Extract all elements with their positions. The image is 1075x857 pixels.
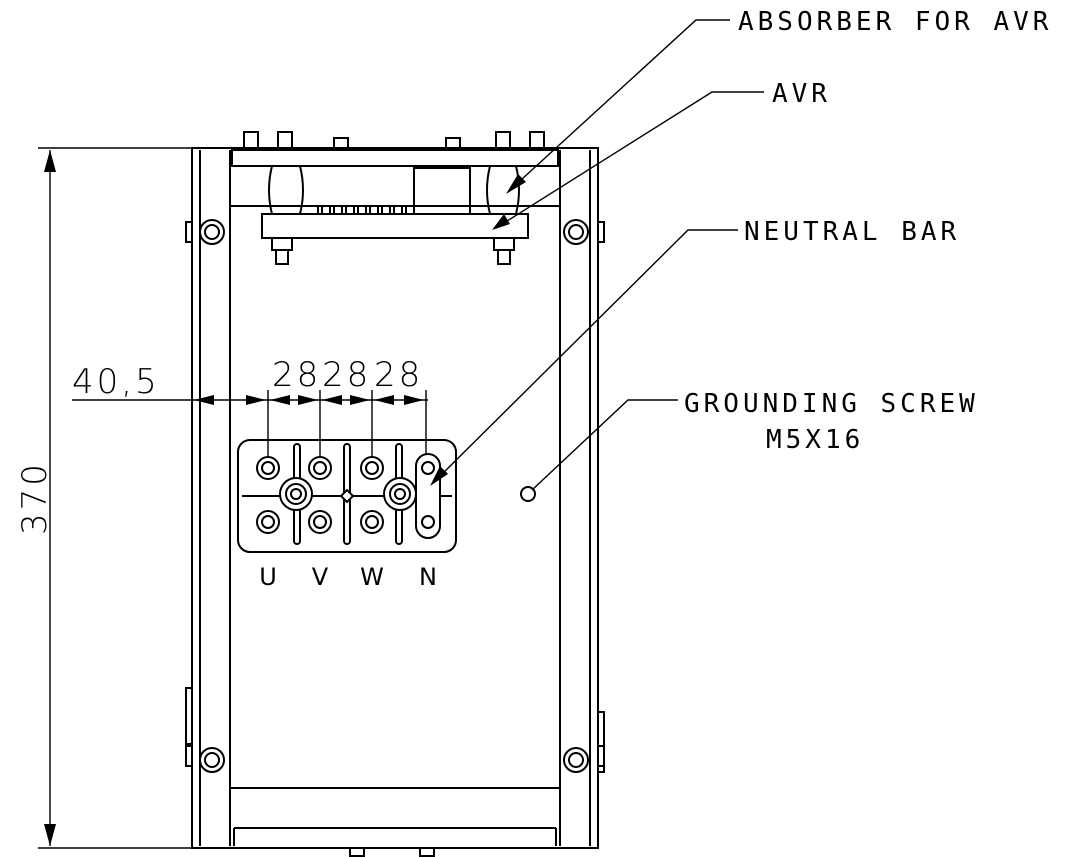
dimension-left-offset-label: 40,5 [72,362,160,402]
label-grounding-screw: GROUNDING SCREW [684,389,979,419]
terminal-label-v: V [312,563,329,591]
frame [185,131,605,857]
dimension-pitch-3-label: 28 [374,355,423,395]
grounding-screw [520,486,536,502]
label-avr: AVR [772,79,831,109]
terminal-block: U V W N [237,439,457,591]
dimension-pitch-1-label: 28 [272,355,321,395]
avr-assembly [261,165,529,265]
label-grounding-screw-spec: M5X16 [766,425,864,455]
label-neutral-bar: NEUTRAL BAR [744,217,960,247]
label-absorber-for-avr: ABSORBER FOR AVR [738,7,1052,37]
dimension-offsets: 40,5 28 28 28 [72,355,428,462]
terminal-label-n: N [419,563,437,591]
leaders [430,19,764,491]
dimension-height: 370 [15,147,195,849]
terminal-label-u: U [259,563,277,591]
corner-bolts [199,219,589,773]
avr-pins [317,205,407,215]
dimension-height-label: 370 [15,461,55,535]
callout-labels: ABSORBER FOR AVR AVR NEUTRAL BAR GROUNDI… [684,7,1052,455]
terminal-label-w: W [360,563,384,591]
dimension-pitch-2-label: 28 [322,355,371,395]
